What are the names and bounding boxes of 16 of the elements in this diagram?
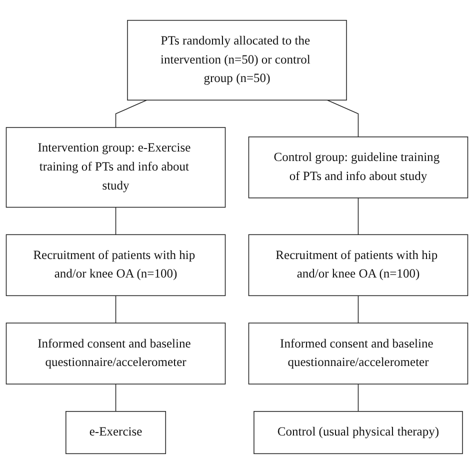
node-box: Informed consent and baseline questionnaire/accelerometer — [248, 322, 468, 384]
connector — [115, 100, 148, 128]
node-box: Control group: guideline training of PTs and info about study — [248, 136, 468, 198]
node-box: e-Exercise — [66, 411, 166, 454]
node-box: Informed consent and baseline questionnaire/accelerometer — [6, 322, 226, 384]
connector — [358, 384, 359, 412]
connector — [115, 295, 116, 324]
node-box: PTs randomly allocated to the intervention (n=50) or control group (n=50) — [127, 20, 347, 100]
node-box: Recruitment of patients with hip and/or knee OA (n=100) — [248, 234, 468, 296]
connector — [115, 384, 116, 412]
node-box: Recruitment of patients with hip and/or knee OA (n=100) — [6, 234, 226, 296]
node-box: Control (usual physical therapy) — [254, 411, 463, 454]
connector — [358, 198, 359, 236]
connector — [115, 206, 116, 236]
node-box: Intervention group: e-Exercise training of PTs and info about study — [6, 127, 226, 208]
connector — [358, 295, 359, 324]
